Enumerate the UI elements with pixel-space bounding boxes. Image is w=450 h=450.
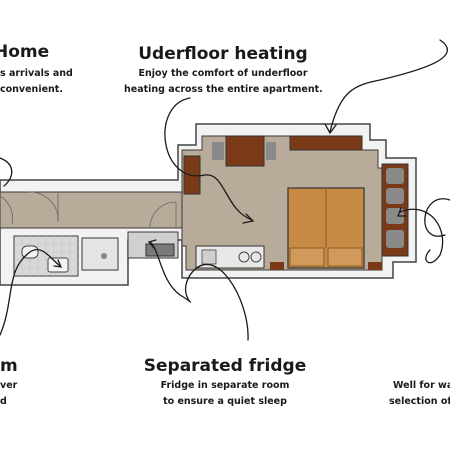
fridge [145, 243, 175, 257]
home-heading: Home [0, 42, 50, 62]
wardrobe-seat [386, 168, 404, 184]
fridge-description-line-2: to ensure a quiet sleep [163, 396, 287, 407]
desk [289, 135, 363, 151]
shower-drain [101, 253, 107, 259]
wardrobe-description-line-1: Well for wa [393, 380, 450, 391]
wardrobe-arrow [424, 198, 450, 237]
heating-arrow-2 [329, 39, 449, 133]
annotation-arrows [0, 39, 450, 341]
fridge-description-line-1: Fridge in separate room [160, 380, 290, 391]
heating-description-line-1: Enjoy the comfort of underfloor [138, 68, 308, 79]
shower-tray [81, 237, 119, 271]
heating-arrow [164, 97, 253, 221]
wardrobe-seat [386, 230, 404, 248]
doors [0, 191, 177, 229]
home-description-line-2: convenient. [0, 84, 63, 95]
wardrobe-description-line-2: selection of [389, 396, 450, 407]
home-arrow [0, 157, 13, 187]
sink [201, 249, 217, 265]
heating-description-line-2: heating across the entire apartment. [124, 84, 323, 95]
chair [266, 142, 276, 160]
corridor-floor [0, 191, 183, 229]
bathroom-description-line-2: d [0, 396, 7, 407]
fridge-arrow [149, 241, 249, 341]
hob-ring [238, 251, 250, 263]
bathroom-heading: m [0, 356, 18, 376]
dining-table [225, 135, 265, 167]
hob-ring [250, 251, 262, 263]
bathroom-arrow [0, 249, 61, 336]
home-description-line-1: s arrivals and [0, 68, 73, 79]
heating-heading: Uderfloor heating [138, 44, 308, 64]
wardrobe-seat [386, 188, 404, 204]
fridge-heading: Separated fridge [143, 356, 307, 376]
chair [212, 142, 224, 160]
bathroom-description-line-1: ver [0, 380, 18, 391]
double-bed [270, 187, 382, 270]
